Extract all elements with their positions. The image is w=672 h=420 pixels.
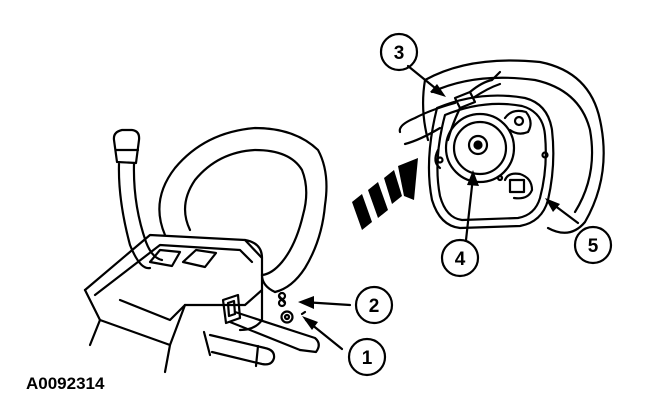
callout-2-label: 2 <box>369 296 380 317</box>
small-tick <box>300 310 307 316</box>
airbag-module <box>398 59 605 234</box>
figure-id-label: A0092314 <box>26 374 105 393</box>
callout-5-label: 5 <box>588 236 599 257</box>
column-levers <box>202 310 320 368</box>
steering-wheel-rim <box>158 126 328 294</box>
retaining-bolt <box>277 291 287 308</box>
leader-arrowheads <box>298 84 560 330</box>
direction-arrow <box>352 158 418 230</box>
callout-2-circle <box>354 285 394 325</box>
callout-4-label: 4 <box>455 249 466 270</box>
callout-4-circle <box>440 238 480 278</box>
steering-column-housing <box>83 233 264 374</box>
column-stalk <box>112 128 164 270</box>
callout-3-label: 3 <box>394 43 405 64</box>
callout-1-circle <box>347 337 387 377</box>
callout-1-label: 1 <box>362 348 373 369</box>
callout-3-circle <box>379 32 419 72</box>
callout-5-circle <box>573 225 613 265</box>
washer <box>280 310 294 324</box>
